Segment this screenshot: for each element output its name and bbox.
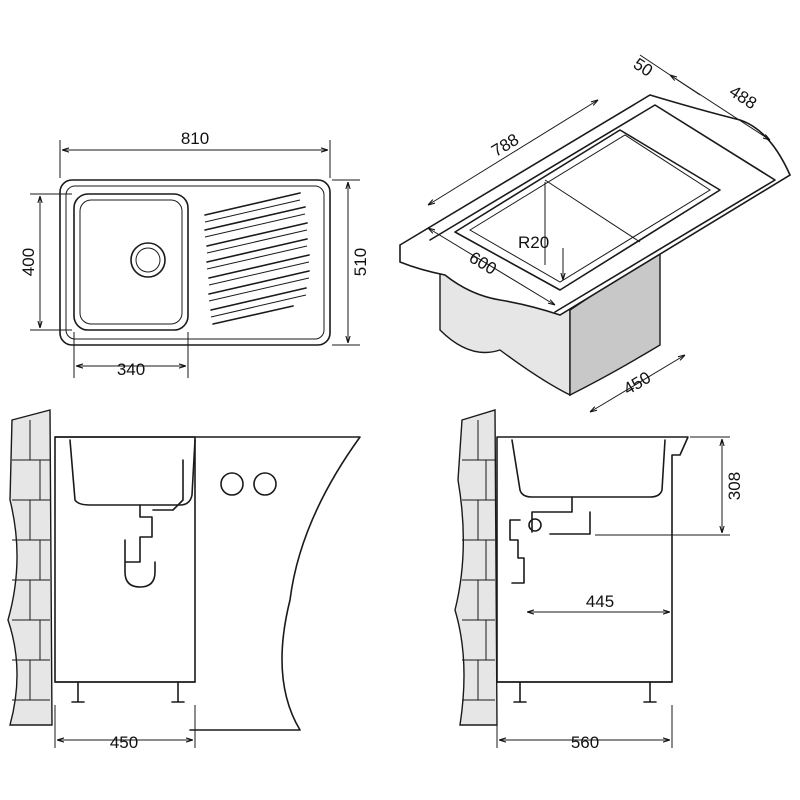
tap-hole — [253, 472, 277, 496]
tap-hole — [220, 472, 244, 496]
siphon — [509, 496, 591, 584]
dim-810: 810 — [181, 129, 209, 148]
siphon — [124, 504, 156, 588]
drain-icon — [130, 242, 166, 278]
isometric-view: R20 788 488 50 600 450 — [399, 54, 792, 412]
dim-510: 510 — [351, 248, 370, 276]
dim-488: 488 — [726, 82, 760, 113]
dim-450: 450 — [110, 733, 138, 752]
wall-bricks — [7, 409, 53, 726]
drainboard-ribs — [204, 192, 310, 325]
wall-bricks — [454, 409, 498, 726]
dim-450-iso: 450 — [620, 368, 654, 399]
dim-445: 445 — [586, 592, 614, 611]
dim-50: 50 — [630, 54, 656, 80]
side-view: 308 445 560 — [454, 409, 744, 752]
sink-bowl — [73, 193, 189, 331]
dim-788: 788 — [488, 130, 522, 161]
top-view: 810 400 510 340 — [19, 129, 370, 379]
dim-400: 400 — [19, 248, 38, 276]
dim-340: 340 — [117, 360, 145, 379]
dim-560: 560 — [571, 733, 599, 752]
countertop — [399, 94, 792, 316]
dim-308: 308 — [725, 472, 744, 500]
dim-r20: R20 — [518, 233, 549, 252]
front-view: 450 — [7, 409, 361, 752]
